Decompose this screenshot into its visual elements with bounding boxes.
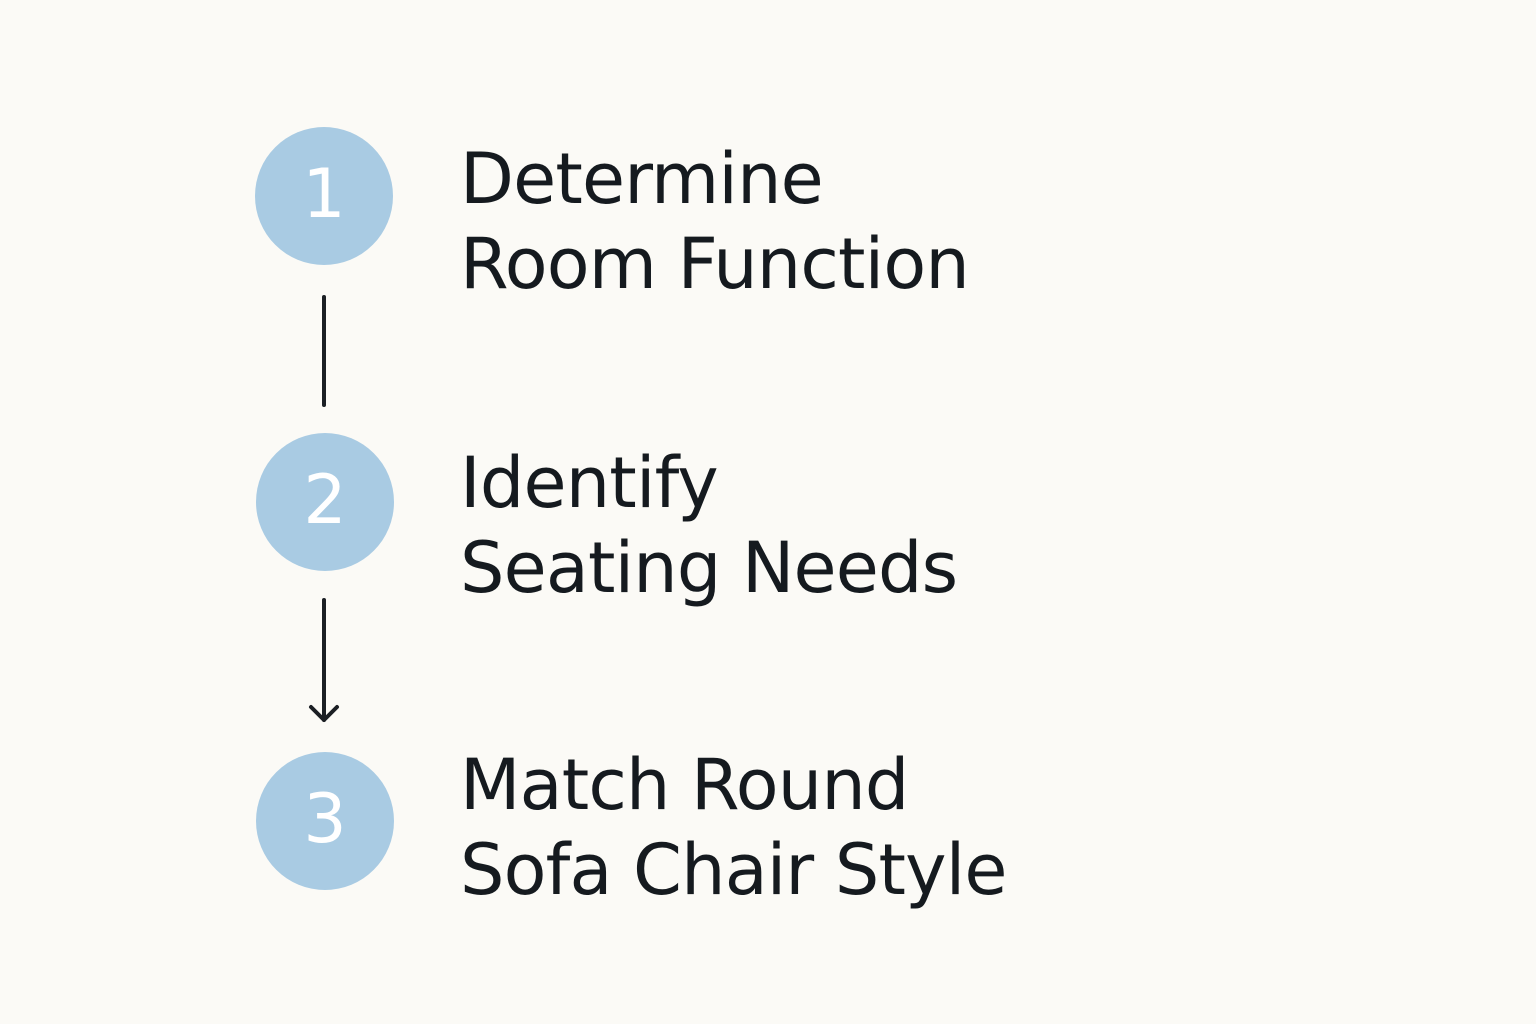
step-3-label: Match Round Sofa Chair Style <box>460 743 1007 913</box>
step-3-number: 3 <box>303 780 347 859</box>
step-2-label-line-1: Identify <box>460 442 719 524</box>
step-1-label-line-2: Room Function <box>460 223 970 305</box>
step-1-label-line-1: Determine <box>460 138 824 220</box>
step-2-badge: 2 <box>256 433 394 571</box>
step-1-badge: 1 <box>255 127 393 265</box>
down-arrow-icon <box>309 598 339 722</box>
step-2-number: 2 <box>303 461 347 540</box>
connector-line-1 <box>322 295 326 407</box>
step-2-label-line-2: Seating Needs <box>460 527 958 609</box>
step-3-label-line-1: Match Round <box>460 744 909 826</box>
step-3-label-line-2: Sofa Chair Style <box>460 829 1007 911</box>
step-2-label: Identify Seating Needs <box>460 441 958 611</box>
step-1-number: 1 <box>302 155 346 234</box>
step-1-label: Determine Room Function <box>460 137 970 307</box>
step-3-badge: 3 <box>256 752 394 890</box>
